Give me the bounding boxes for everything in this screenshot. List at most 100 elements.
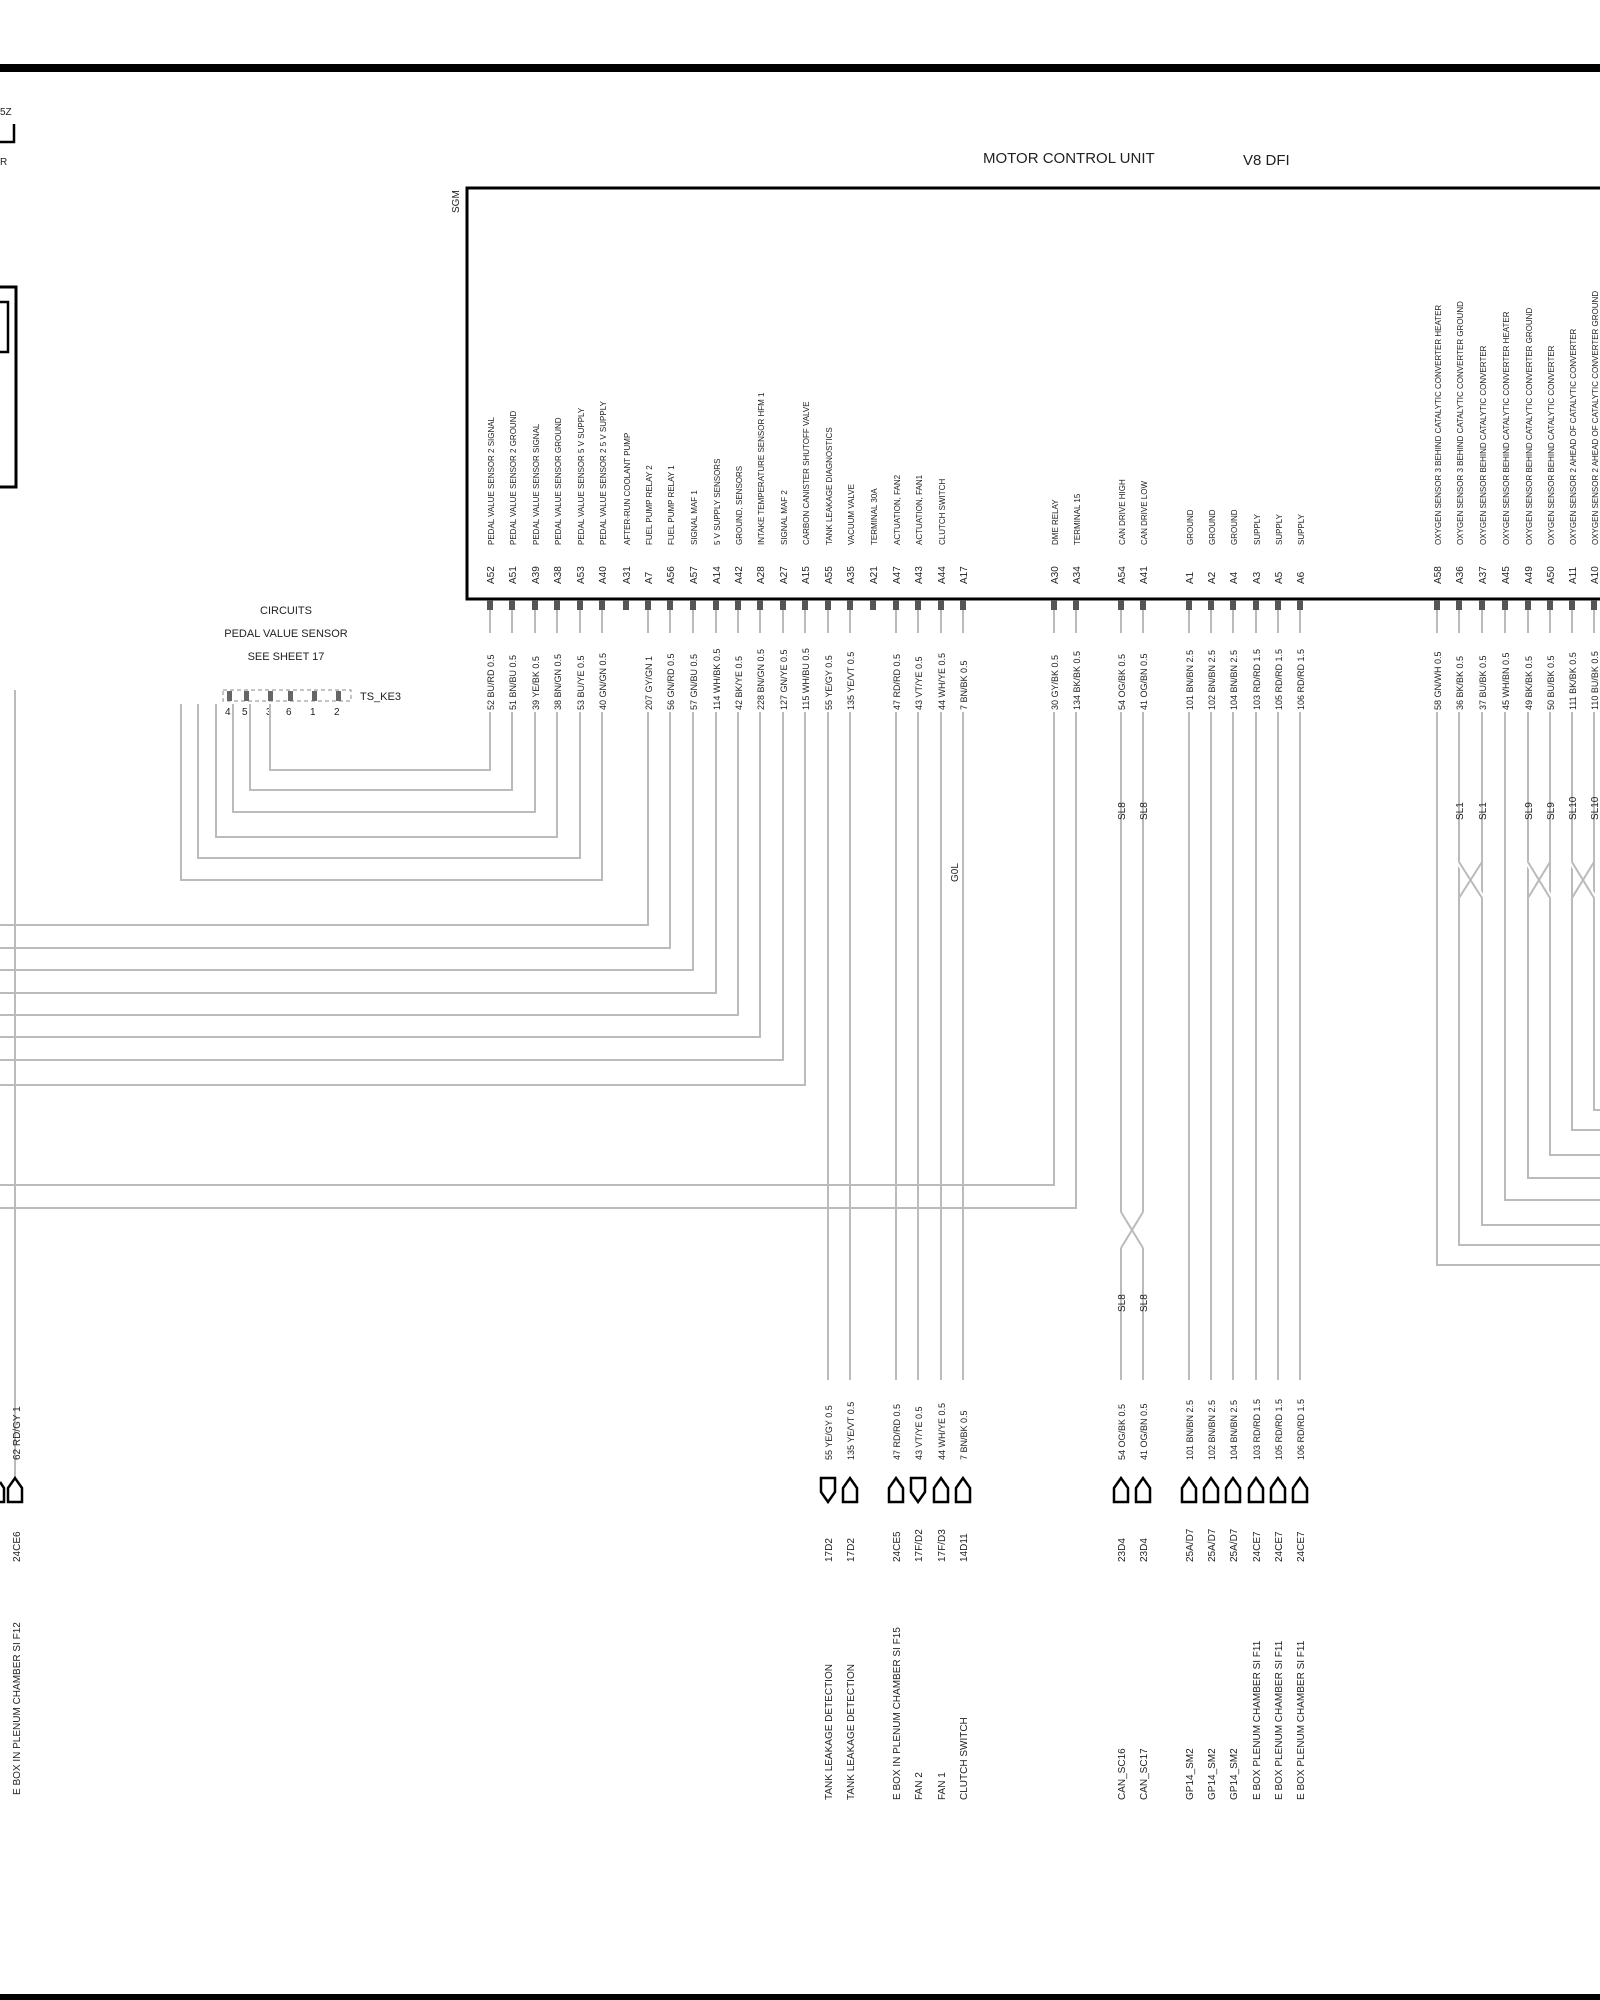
wire-segment [1549, 712, 1600, 1156]
splice-label: SL8 [1117, 802, 1128, 820]
pin-wire-label: 106 RD/RD 1.5 [1296, 649, 1306, 710]
wire-segment [0, 712, 694, 971]
terminal-symbol [1180, 1475, 1198, 1504]
top-left-letter: R [0, 157, 7, 168]
pin-description: 5 V SUPPLY SENSORS [713, 459, 722, 545]
pin-a36: OXYGEN SENSOR 3 BEHIND CATALYTIC CONVERT… [1455, 301, 1466, 710]
pin-number: A49 [1524, 566, 1535, 584]
pin-number: A21 [869, 566, 880, 584]
pin-wire-label: 111 BK/BK 0.5 [1568, 652, 1578, 710]
pedal-pin-number: 6 [286, 707, 292, 718]
pin-stub [667, 600, 673, 610]
pin-description: OXYGEN SENSOR 3 BEHIND CATALYTIC CONVERT… [1456, 301, 1465, 545]
pin-wire-label: 104 BN/BN 2.5 [1229, 650, 1239, 710]
pin-description: OXYGEN SENSOR BEHIND CATALYTIC CONVERTER [1547, 345, 1556, 545]
pin-wire-label: 37 BU/BK 0.5 [1478, 655, 1488, 710]
pin-description: PEDAL VALUE SENSOR 2 GROUND [509, 411, 518, 545]
pin-stub [1230, 600, 1236, 610]
pin-stub [960, 600, 966, 610]
left-bus-destination: E BOX IN PLENUM CHAMBER SI F12 [12, 1622, 23, 1795]
pin-description: DME RELAY [1051, 499, 1060, 545]
pin-description: OXYGEN SENSOR 3 BEHIND CATALYTIC CONVERT… [1434, 305, 1443, 545]
pedal-connector-pin [336, 691, 341, 701]
pin-wire-label: 45 WH/BN 0.5 [1501, 652, 1511, 710]
wire-segment [1481, 712, 1600, 1226]
pin-stub [1569, 600, 1575, 610]
pin-number: A31 [622, 566, 633, 584]
unit-title: MOTOR CONTROL UNIT [983, 150, 1155, 167]
pin-wire-label: 49 BK/BK 0.5 [1524, 656, 1534, 710]
pin-description: ACTUATION, FAN2 [893, 474, 902, 545]
wire-segment [0, 712, 806, 1086]
pin-stub [735, 600, 741, 610]
pin-stub [1186, 600, 1192, 610]
pin-description: TERMINAL 15 [1073, 493, 1082, 545]
pin-stub [938, 600, 944, 610]
pin-description: GROUND [1186, 509, 1195, 545]
pin-stub [509, 600, 515, 610]
pin-description: PEDAL VALUE SENSOR 2 5 V SUPPLY [599, 400, 608, 545]
pin-wire-label: 42 BK/YE 0.5 [734, 656, 744, 710]
splice-label: SL10 [1568, 796, 1579, 820]
wire-segment [1458, 712, 1600, 1246]
pin-wire-label: 52 BU/RD 0.5 [486, 654, 496, 710]
pin-number: A5 [1274, 571, 1285, 584]
wire-segment [180, 704, 603, 881]
pin-stub [757, 600, 763, 610]
pin-stub [532, 600, 538, 610]
pin-description: FUEL PUMP RELAY 1 [667, 465, 676, 545]
pin-number: A40 [598, 566, 609, 584]
unit-variant: V8 DFI [1243, 152, 1290, 169]
wire-segment [1593, 712, 1600, 1111]
pin-description: ACTUATION, FAN1 [915, 474, 924, 545]
pin-a58: OXYGEN SENSOR 3 BEHIND CATALYTIC CONVERT… [1433, 305, 1444, 710]
pin-stub [690, 600, 696, 610]
pin-number: A50 [1546, 566, 1557, 584]
top-left-code: 5Z [0, 107, 12, 118]
terminal-wire-label: 104 BN/BN 2.5 [1229, 1400, 1239, 1460]
pin-number: A38 [553, 566, 564, 584]
pin-wire-label: 135 YE/VT 0.5 [846, 652, 856, 710]
terminal-symbol [1202, 1475, 1220, 1504]
pin-number: A30 [1050, 566, 1061, 584]
pin-number: A57 [689, 566, 700, 584]
wire-segment [0, 712, 761, 1038]
pin-stub [915, 600, 921, 610]
pin-description: PEDAL VALUE SENSOR 2 SIGNAL [487, 416, 496, 545]
pin-wire-label: 53 BU/YE 0.5 [576, 655, 586, 710]
pin-a11: OXYGEN SENSOR 2 AHEAD OF CATALYTIC CONVE… [1568, 328, 1579, 710]
pin-number: A39 [531, 566, 542, 584]
pin-number: A14 [712, 566, 723, 584]
pin-stub [1547, 600, 1553, 610]
pin-number: A4 [1229, 571, 1240, 584]
pin-wire-label: 43 VT/YE 0.5 [914, 656, 924, 710]
pin-stub [1051, 600, 1057, 610]
splice-label: SL1 [1455, 802, 1466, 820]
pin-description: TANK LEAKAGE DIAGNOSTICS [825, 427, 834, 545]
pin-stub [1434, 600, 1440, 610]
terminal-wire-label: 55 YE/GY 0.5 [824, 1405, 834, 1460]
terminal-wire-label: 106 RD/RD 1.5 [1296, 1399, 1306, 1460]
pin-wire-label: 7 BN/BK 0.5 [959, 660, 969, 710]
splice-label: SL8 [1139, 802, 1150, 820]
pin-number: A27 [779, 566, 790, 584]
terminal-symbol [1291, 1475, 1309, 1504]
pin-stub [554, 600, 560, 610]
pedal-connector-pin [288, 691, 293, 701]
splice-label: SL9 [1546, 802, 1557, 820]
pin-stub [870, 600, 876, 610]
